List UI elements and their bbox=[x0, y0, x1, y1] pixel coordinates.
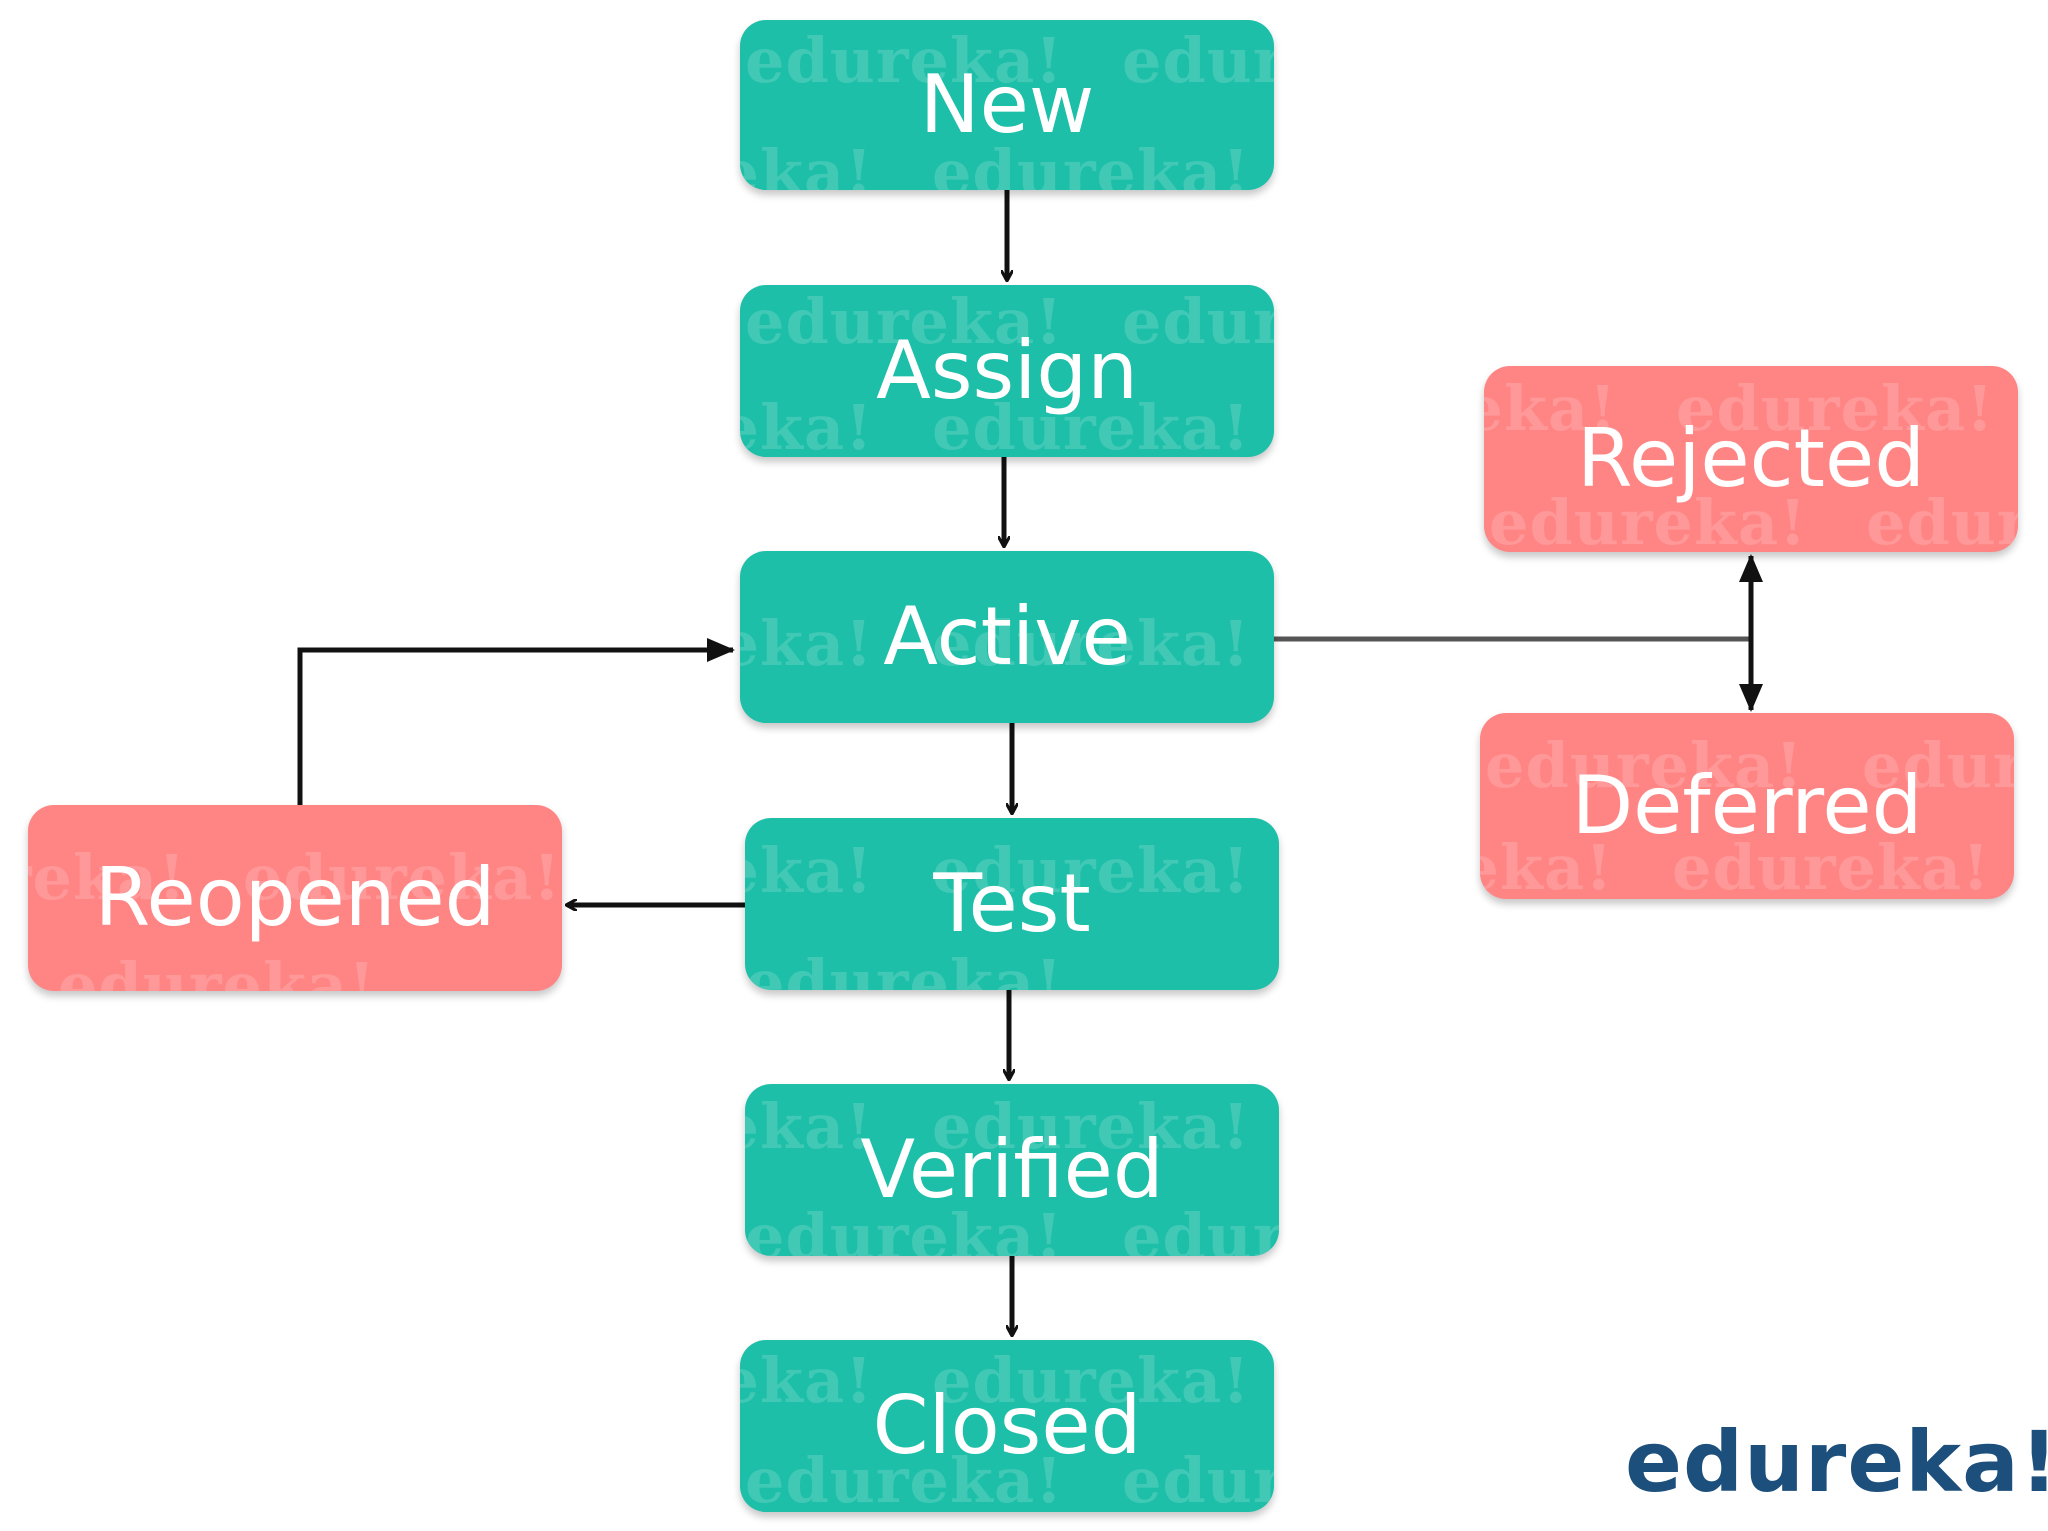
state-label: Reopened bbox=[94, 851, 496, 944]
state-new: edureka! edureka! edureka! edureka! New bbox=[740, 20, 1274, 190]
watermark-text: edureka! bbox=[1122, 24, 1274, 97]
state-assign: edureka! edureka! edureka! edureka! Assi… bbox=[740, 285, 1274, 457]
brand-logo: edureka! bbox=[1625, 1413, 2048, 1511]
state-label: Rejected bbox=[1576, 412, 1925, 505]
watermark-text: edureka! bbox=[1122, 285, 1274, 358]
state-closed: edureka! edureka! edureka! edureka! Clos… bbox=[740, 1340, 1274, 1512]
watermark-text: edureka! bbox=[58, 949, 377, 991]
state-label: Verified bbox=[860, 1123, 1164, 1216]
watermark-text: edureka! bbox=[745, 946, 1064, 990]
watermark-text: edureka! bbox=[745, 834, 874, 907]
state-verified: edureka! edureka! edureka! edureka! Veri… bbox=[745, 1084, 1279, 1256]
state-label: Closed bbox=[872, 1379, 1142, 1472]
watermark-text: edureka! bbox=[1122, 1444, 1274, 1512]
state-label: New bbox=[919, 58, 1095, 151]
state-deferred: edureka! edureka! edureka! edureka! Defe… bbox=[1480, 713, 2014, 899]
state-label: Active bbox=[883, 590, 1131, 683]
edge-reopened-to-active bbox=[297, 638, 735, 805]
state-active: edureka! edureka! Active bbox=[740, 551, 1274, 723]
watermark-text: edureka! bbox=[745, 1090, 874, 1163]
watermark-text: edureka! bbox=[740, 136, 874, 190]
state-label: Test bbox=[933, 857, 1091, 950]
state-label: Assign bbox=[876, 324, 1138, 417]
state-test: edureka! edureka! edureka! Test bbox=[745, 818, 1279, 990]
state-rejected: edureka! edureka! edureka! edureka! Reje… bbox=[1484, 366, 2018, 552]
watermark-text: edureka! bbox=[740, 391, 874, 457]
watermark-text: edureka! bbox=[740, 607, 874, 680]
state-label: Deferred bbox=[1571, 759, 1923, 852]
watermark-text: edureka! bbox=[740, 1344, 874, 1417]
state-reopened: edureka! edureka! edureka! Reopened bbox=[28, 805, 562, 991]
